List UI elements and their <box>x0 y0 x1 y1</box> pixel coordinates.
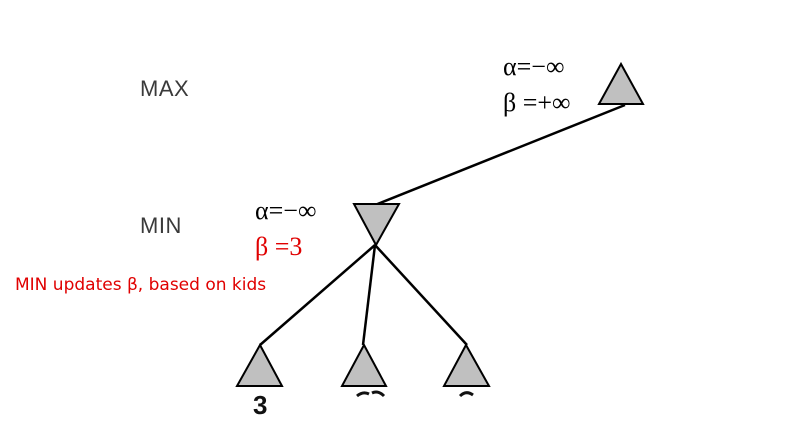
leaf-node-2 <box>340 342 388 387</box>
cropped-leaf-value-3 <box>458 391 474 398</box>
edge-min-to-leaf-2 <box>361 244 377 346</box>
min-update-note: MIN updates β, based on kids <box>15 275 267 295</box>
cropped-leaf-value-2 <box>356 390 386 398</box>
min-beta-label: β =3 <box>255 232 303 261</box>
leaf-node-3 <box>442 342 491 387</box>
min-level-label: MIN <box>140 213 182 238</box>
root-alpha-label: α=−∞ <box>503 52 565 81</box>
edge-root-to-min <box>374 103 626 207</box>
root-beta-label: β =+∞ <box>503 88 571 117</box>
edge-min-to-leaf-1 <box>259 244 376 346</box>
leaf-value-1: 3 <box>253 390 268 420</box>
max-level-label: MAX <box>140 76 190 101</box>
max-root-node <box>597 61 645 105</box>
min-node <box>352 203 401 248</box>
edge-min-to-leaf-3 <box>374 244 468 346</box>
min-alpha-label: α=−∞ <box>255 196 317 225</box>
leaf-node-1 <box>235 342 284 387</box>
